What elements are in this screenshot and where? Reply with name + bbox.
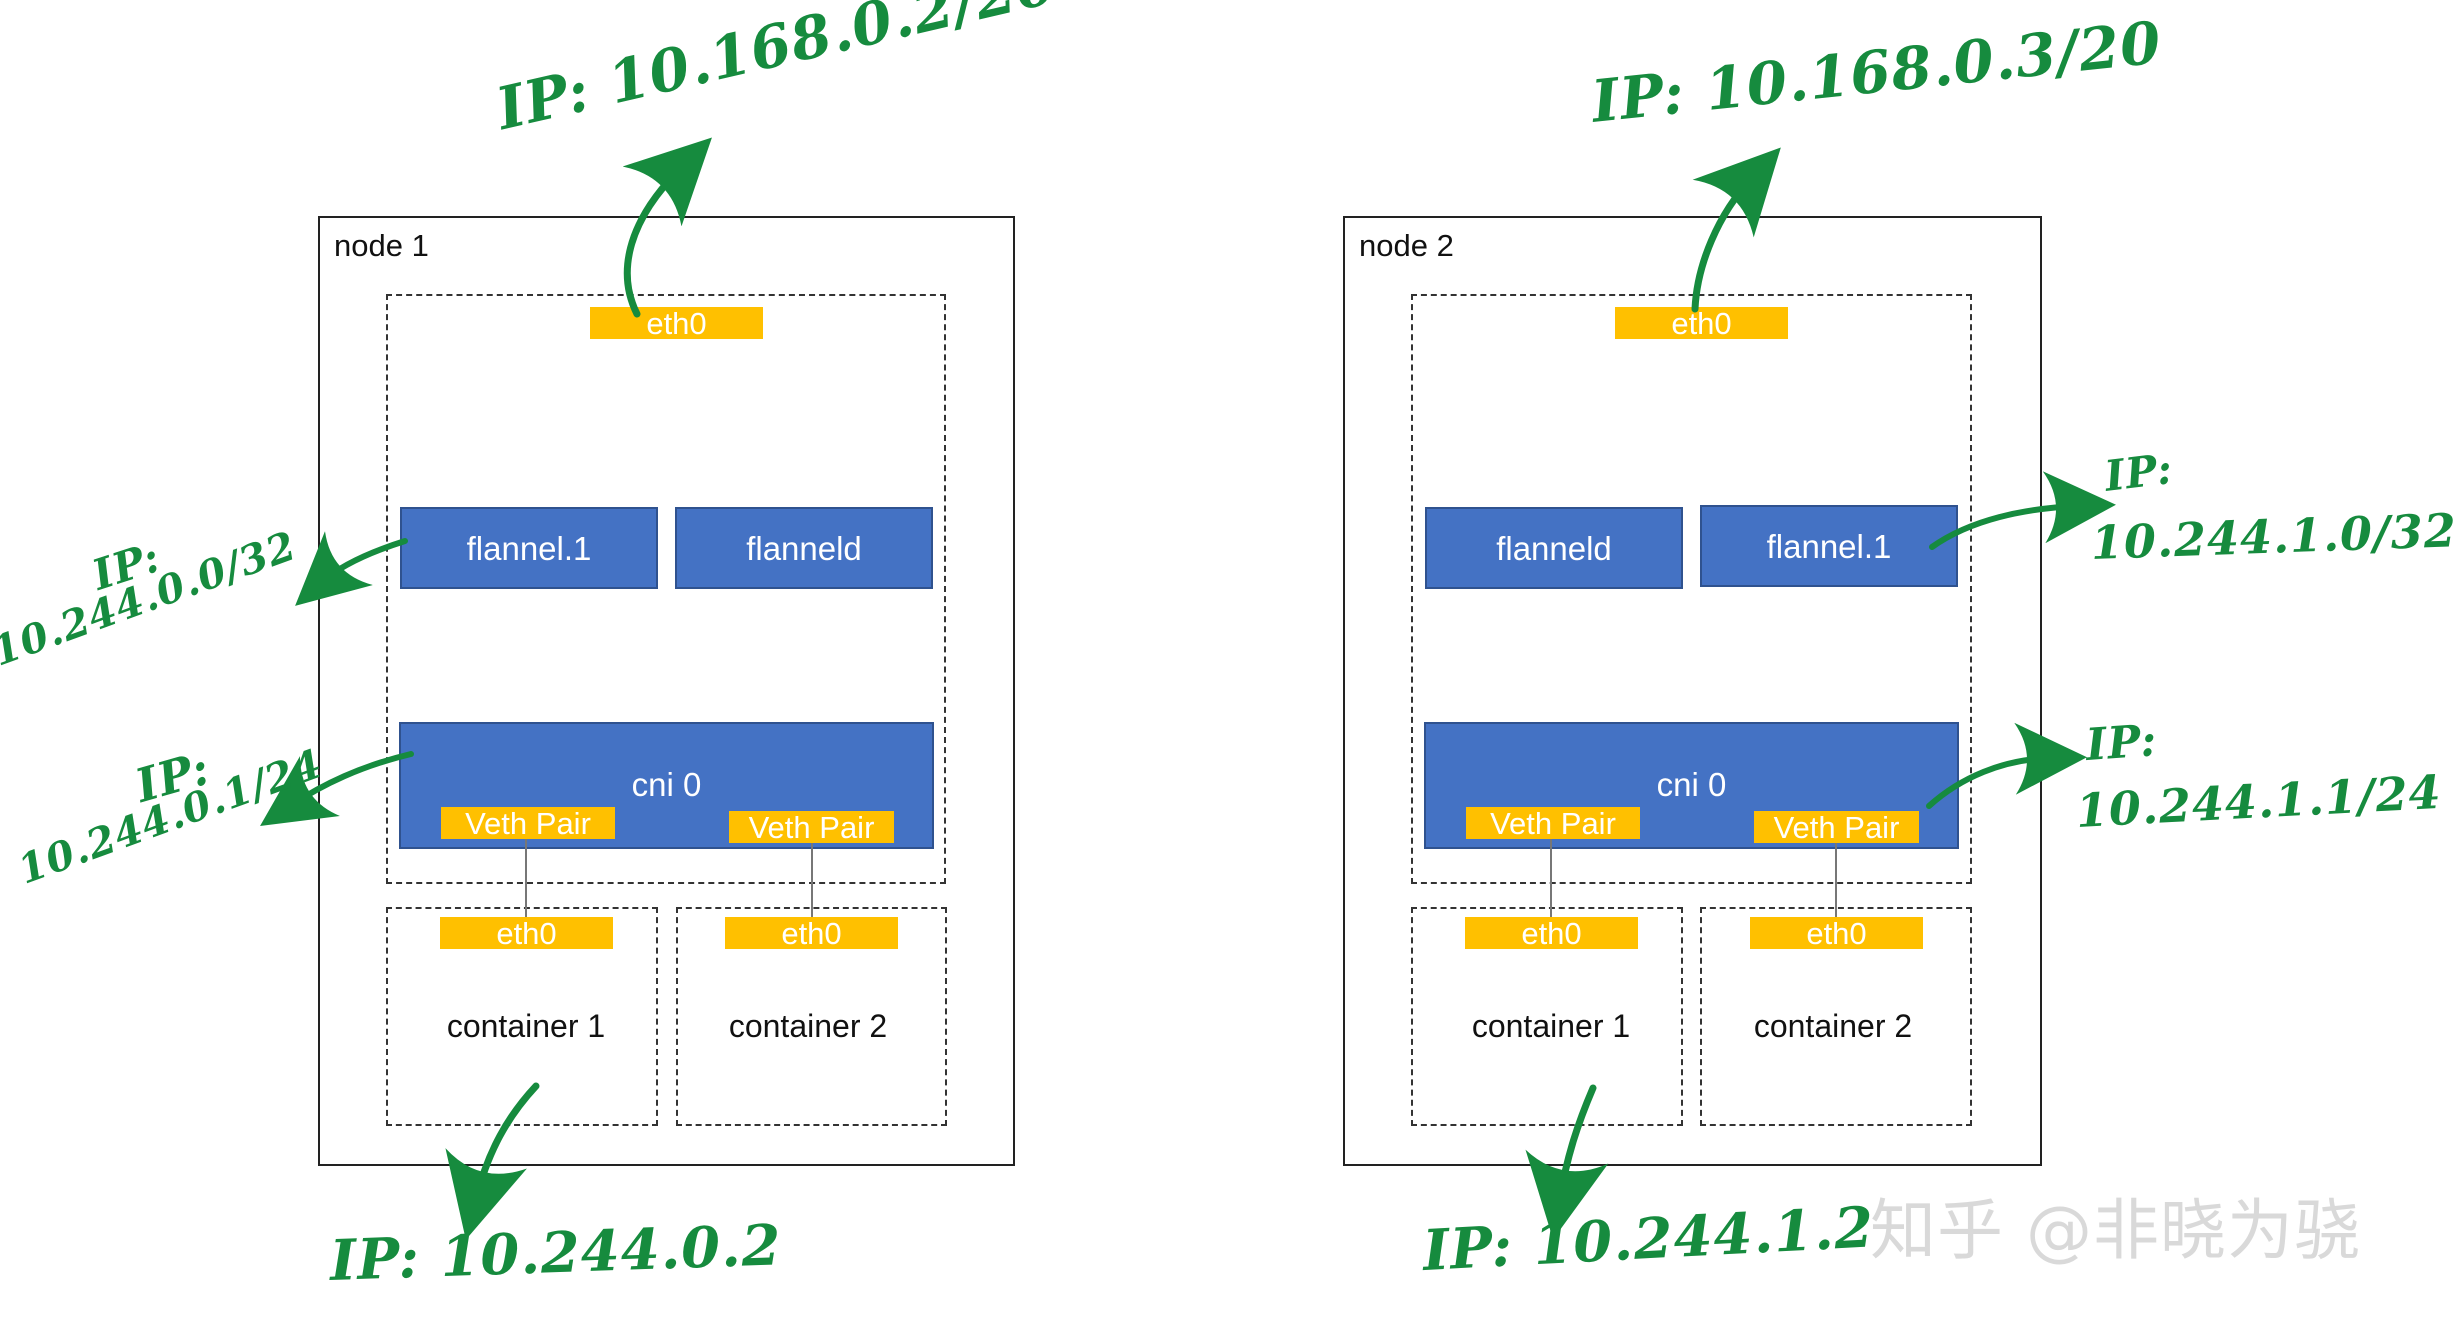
node-1-container-2-label: container 2: [728, 1008, 888, 1044]
node-1-eth0: eth0: [590, 307, 763, 339]
node-2-container-ip-annotation: IP: 10.244.1.2: [1421, 1194, 1876, 1284]
node-1-flanneld: flanneld: [675, 507, 933, 589]
node-1-container-ip-annotation: IP: 10.244.0.2: [328, 1212, 783, 1294]
node-2-veth-pair-2: Veth Pair: [1754, 811, 1919, 843]
zhihu-watermark: 知乎 @非晓为骁: [1870, 1192, 2361, 1269]
node-2-container-2-label: container 2: [1753, 1008, 1913, 1044]
node-2-eth0-ip-annotation: IP: 10.168.0.3/20: [1588, 8, 2165, 136]
node-2-box: node 2: [1343, 216, 2042, 1166]
node-1-label: node 1: [334, 228, 429, 263]
node-1-veth-pair-2: Veth Pair: [729, 811, 894, 843]
node-1-container-1-label: container 1: [446, 1008, 606, 1044]
node-1-veth-pair-1: Veth Pair: [441, 807, 615, 839]
node-1-container-2-eth0: eth0: [725, 917, 898, 949]
node-2-flannel-1: flannel.1: [1700, 505, 1958, 587]
node-1-container-1-eth0: eth0: [440, 917, 613, 949]
node-2-flannel-ip-value: 10.244.1.0/32: [2090, 503, 2458, 570]
node-2-flanneld: flanneld: [1425, 507, 1683, 589]
node-2-eth0: eth0: [1615, 307, 1788, 339]
node-2-flannel-ip-label: IP:: [2102, 443, 2176, 501]
node-2-container-1-eth0: eth0: [1465, 917, 1638, 949]
node-2-container-1-box: [1411, 907, 1683, 1126]
node-1-box: node 1: [318, 216, 1015, 1166]
node-2-container-2-eth0: eth0: [1750, 917, 1923, 949]
node-2-container-1-label: container 1: [1471, 1008, 1631, 1044]
node-2-label: node 2: [1359, 228, 1454, 263]
node-1-flannel-1: flannel.1: [400, 507, 658, 589]
node-2-veth-pair-1: Veth Pair: [1466, 807, 1640, 839]
node-1-eth0-ip-annotation: IP: 10.168.0.2/20: [490, 0, 1064, 144]
node-2-cni-ip-value: 10.244.1.1/24: [2074, 764, 2443, 838]
node-2-cni-ip-label: IP:: [2084, 715, 2159, 771]
